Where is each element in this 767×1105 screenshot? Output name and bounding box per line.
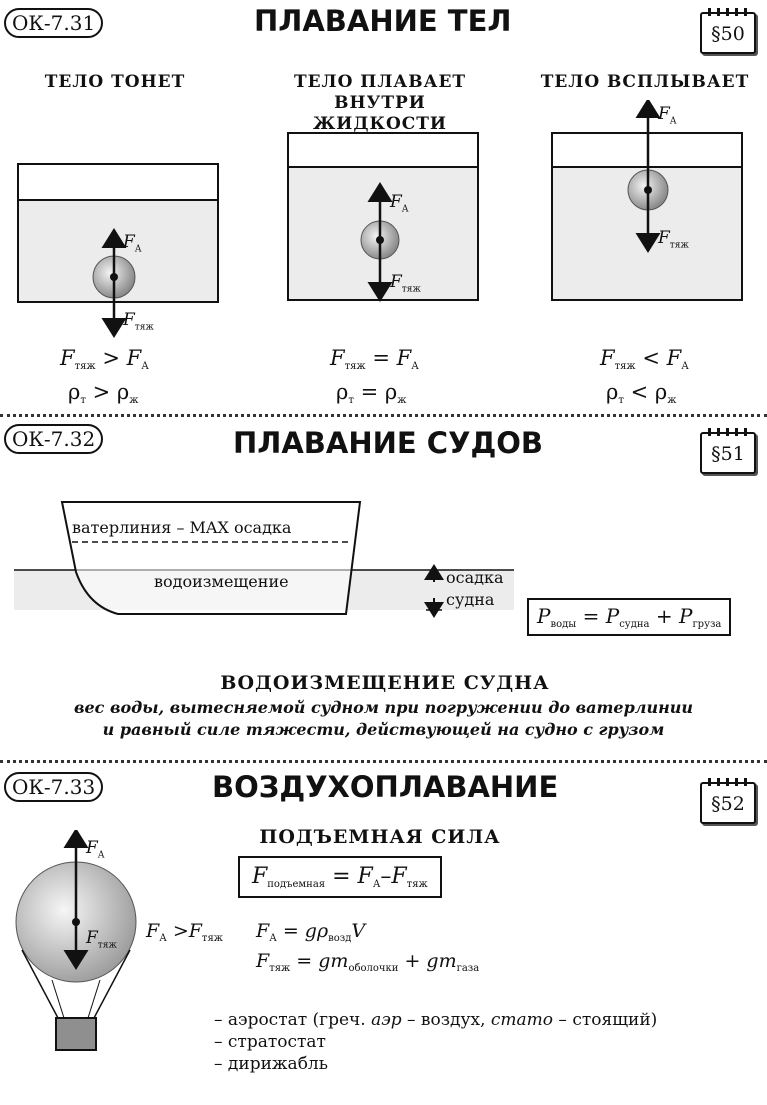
paragraph-ref-52: §52: [700, 778, 756, 824]
section-divider-2: [0, 760, 767, 763]
displacement-definition-title: ВОДОИЗМЕЩЕНИЕ СУДНА: [220, 672, 550, 694]
section-divider-1: [0, 414, 767, 417]
aircraft-list-item-stratostat: – стратостат: [214, 1032, 326, 1052]
tank-floating-inside: [287, 132, 479, 302]
lift-condition: FА >Fтяж: [146, 920, 223, 944]
section-badge-7-32: ОК-7.32: [4, 424, 104, 454]
displacement-definition-line2: и равный силе тяжести, действующей на су…: [102, 720, 665, 739]
lift-force-formula: Fподъемная = FА–Fтяж: [238, 856, 442, 898]
label-gravity-force-1: Fтяж: [123, 310, 154, 333]
caption-body-floats-inside: ТЕЛО ПЛАВАЕТ ВНУТРИ ЖИДКОСТИ: [293, 72, 467, 134]
balloon-archimedes-label: FА: [86, 838, 105, 861]
label-archimedes-force-3: FА: [658, 104, 677, 127]
tank-sinking: [17, 163, 219, 338]
condition-forces-floating: Fтяж = FА: [330, 346, 419, 372]
caption-body-rises: ТЕЛО ВСПЛЫВАЕТ: [540, 72, 750, 92]
section-title-floating-bodies: ПЛАВАНИЕ ТЕЛ: [254, 4, 512, 38]
label-archimedes-force-1: FА: [123, 232, 142, 255]
label-gravity-force-2: Fтяж: [390, 272, 421, 295]
draft-label-line1: осадка: [446, 568, 504, 587]
condition-forces-rising: Fтяж < FА: [600, 346, 689, 372]
displacement-definition-line1: вес воды, вытесняемой судном при погруже…: [73, 698, 694, 717]
paragraph-ref-50: §50: [700, 8, 756, 54]
draft-label-line2: судна: [446, 590, 495, 609]
aircraft-list-item-aerostat: – аэростат (греч. аэр – воздух, стато – …: [214, 1010, 658, 1030]
ship-weight-formula: Pводы = Pсудна + Pгруза: [527, 598, 732, 636]
ship-diagram: [14, 501, 514, 618]
aircraft-list-item-dirigible: – дирижабль: [214, 1054, 328, 1074]
displacement-label: водоизмещение: [154, 572, 289, 591]
condition-forces-sinking: Fтяж > FА: [60, 346, 149, 372]
archimedes-air-formula: FА = gρвоздV: [256, 920, 366, 944]
condition-density-sinking: ρт > ρж: [68, 380, 139, 406]
floating-bodies-diagram: [17, 100, 743, 338]
label-gravity-force-3: Fтяж: [658, 228, 689, 251]
balloon-diagram: [15, 830, 137, 1051]
section-title-aeronautics: ВОЗДУХОПЛАВАНИЕ: [212, 770, 559, 804]
section-badge-7-33: ОК-7.33: [4, 772, 104, 802]
label-archimedes-force-2: FА: [390, 192, 409, 215]
section-badge-7-31: ОК-7.31: [4, 8, 104, 38]
tank-rising: [551, 100, 743, 301]
section-title-ships: ПЛАВАНИЕ СУДОВ: [233, 426, 544, 460]
waterline-label: ватерлиния – MAX осадка: [72, 518, 292, 537]
paragraph-ref-51: §51: [700, 428, 756, 474]
balloon-gravity-label: Fтяж: [86, 928, 117, 951]
lift-force-title: ПОДЪЕМНАЯ СИЛА: [259, 826, 501, 848]
gravity-balloon-formula: Fтяж = gmоболочки + gmгаза: [256, 950, 480, 974]
caption-body-sinks: ТЕЛО ТОНЕТ: [44, 72, 186, 92]
condition-density-floating: ρт = ρж: [336, 380, 407, 406]
condition-density-rising: ρт < ρж: [606, 380, 677, 406]
